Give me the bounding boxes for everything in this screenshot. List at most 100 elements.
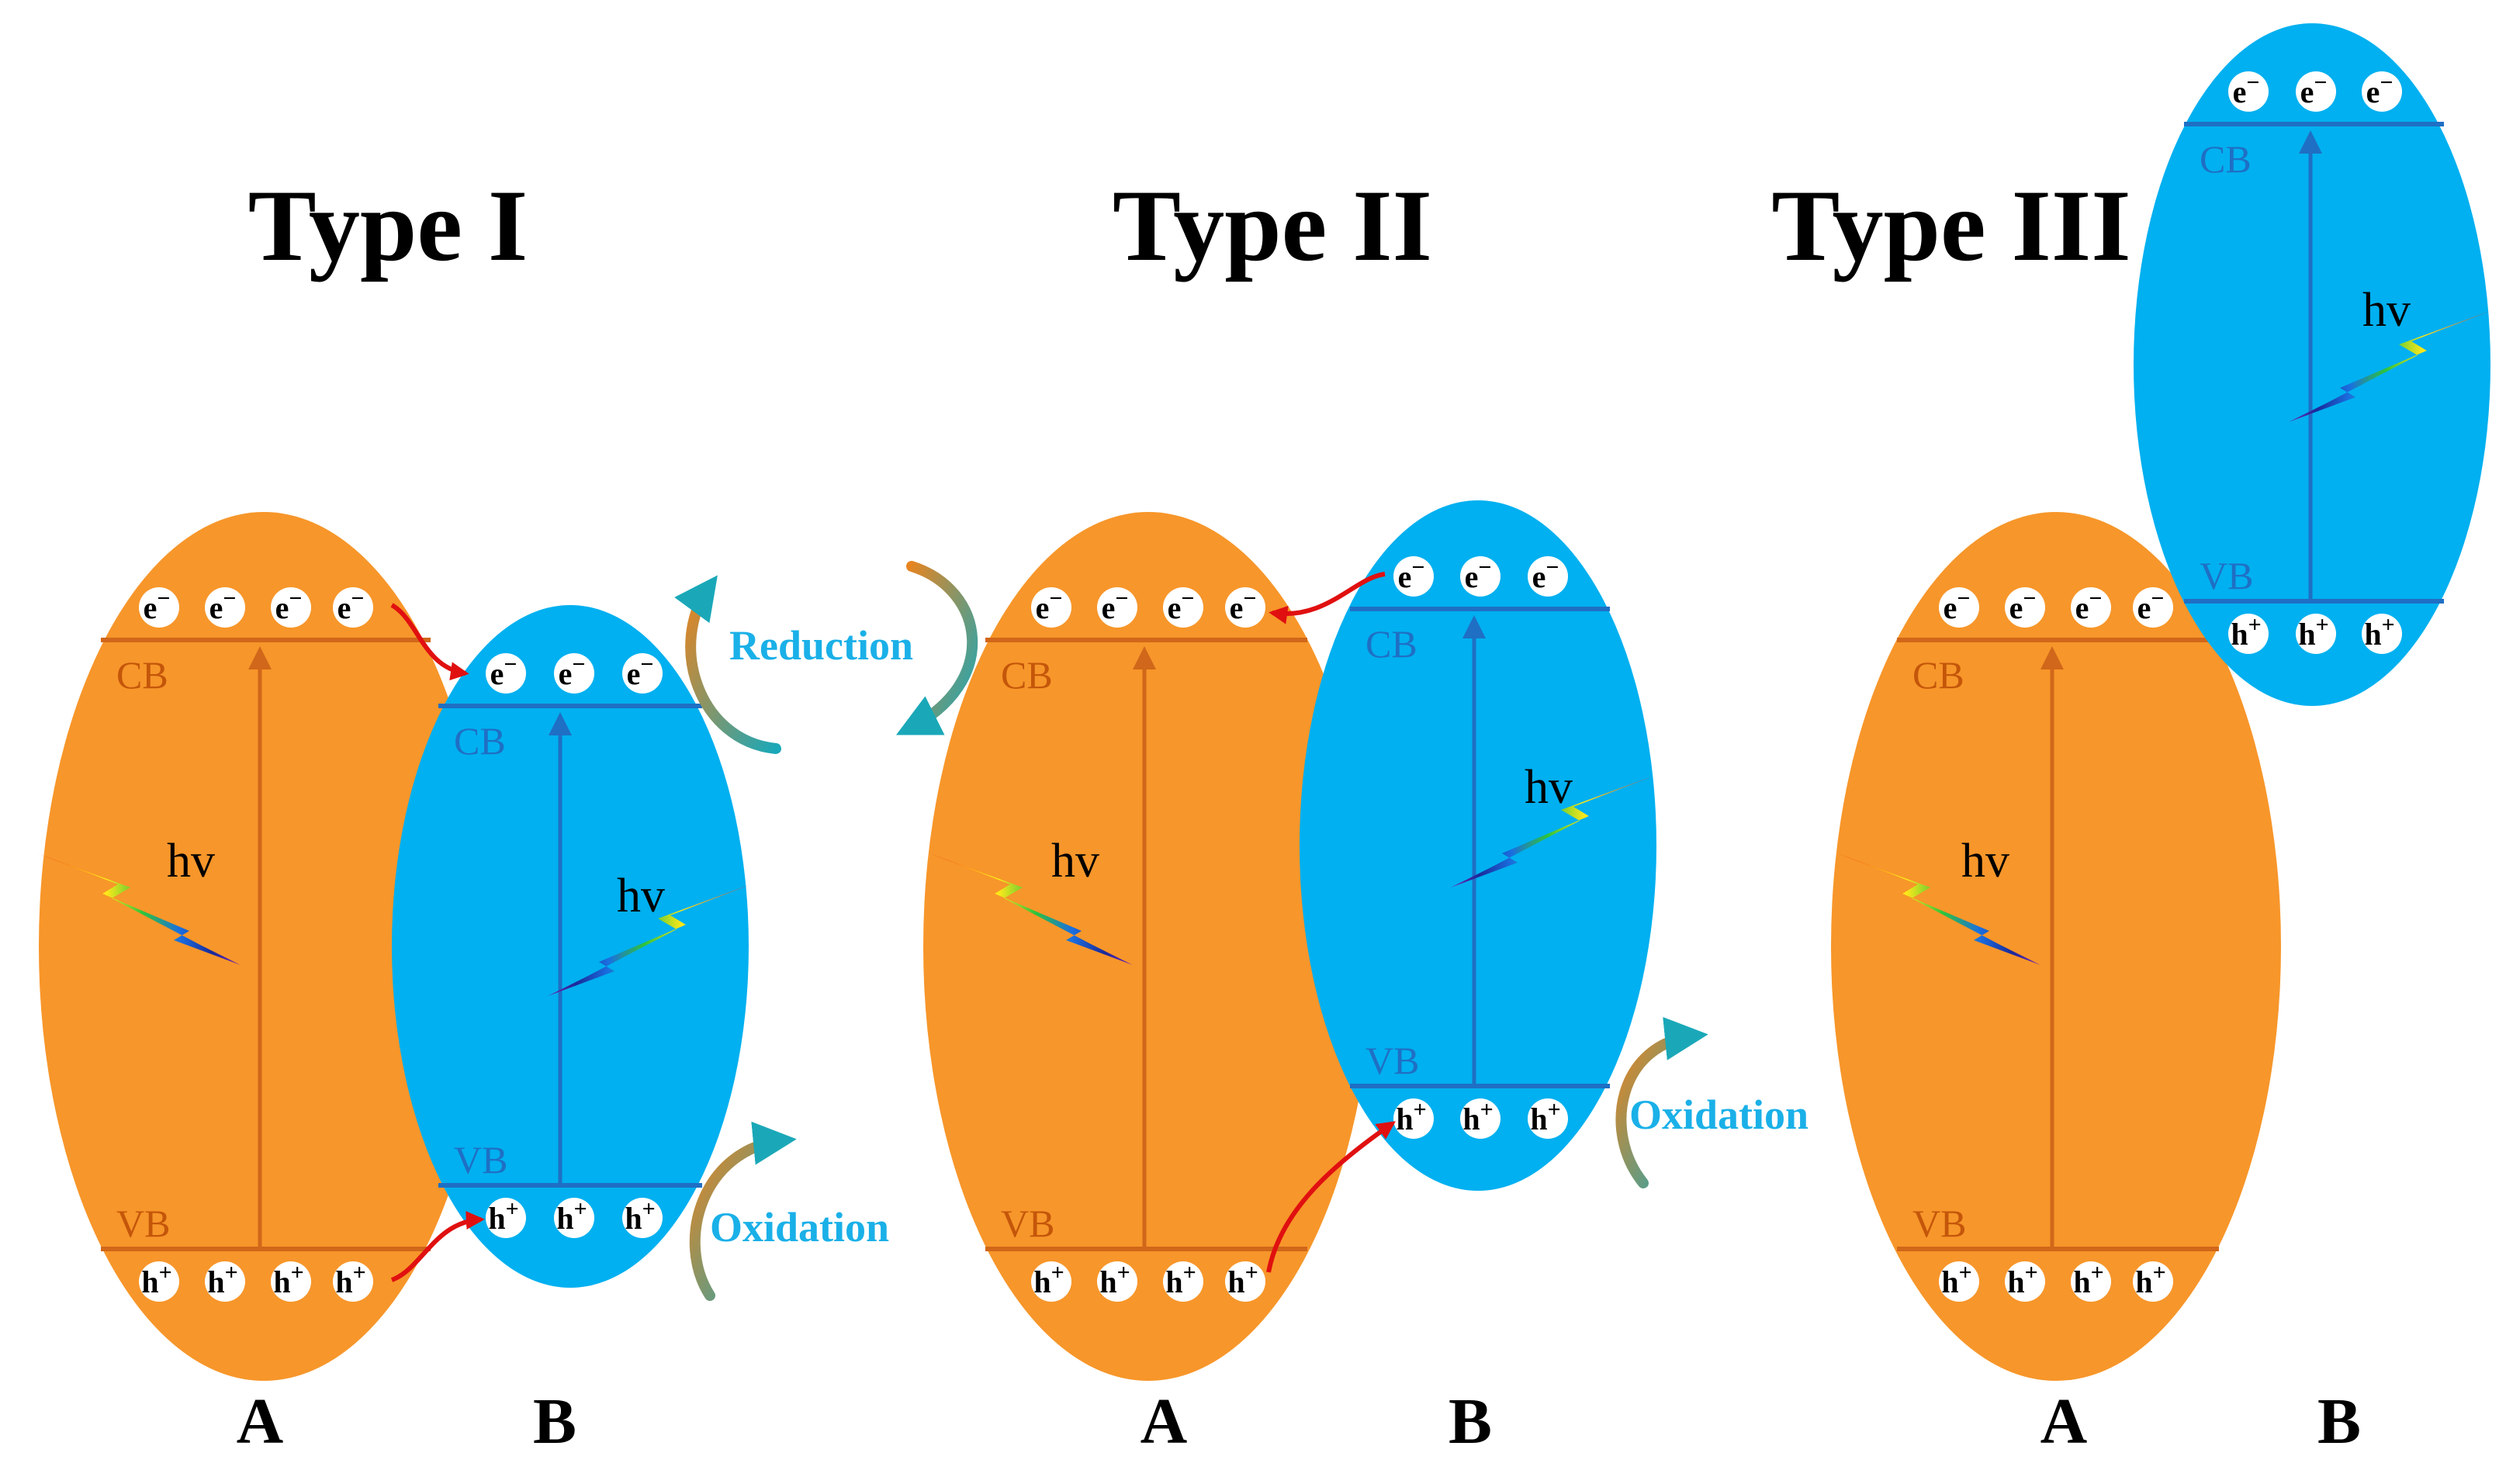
cb-label: CB <box>454 719 506 763</box>
carrier-label: h+ <box>207 1260 237 1299</box>
carrier-label: e− <box>2137 586 2165 625</box>
label-a-type-ii: A <box>1141 1385 1188 1458</box>
carrier-label: h+ <box>1396 1097 1426 1136</box>
cb-label: CB <box>2200 137 2252 181</box>
carrier-circle <box>1163 587 1203 628</box>
electron-icon: e− <box>139 586 179 628</box>
carrier-circle <box>333 1261 373 1302</box>
hole-icon: h+ <box>271 1260 311 1302</box>
carrier-label: h+ <box>2007 1260 2037 1299</box>
electron-icon: e− <box>622 652 663 694</box>
carrier-label: h+ <box>1033 1260 1064 1299</box>
electron-icon: e− <box>333 586 373 628</box>
semiconductor-a-type-ii-body <box>923 512 1373 1381</box>
panel-title-type-iii: Type III <box>1771 168 2130 282</box>
electron-icon: e− <box>2071 586 2111 628</box>
carrier-label: e− <box>490 652 517 691</box>
carrier-circle <box>2005 1261 2045 1302</box>
carrier-circle <box>139 1261 179 1302</box>
carrier-circle <box>1939 587 1979 628</box>
oxidation-process-type-ii-label: Oxidation <box>1629 1091 1809 1138</box>
hole-icon: h+ <box>1460 1097 1500 1139</box>
carrier-label: h+ <box>2364 612 2394 652</box>
carrier-circle <box>2071 1261 2111 1302</box>
carrier-label: e− <box>1036 586 1063 625</box>
hole-icon: h+ <box>1031 1260 1071 1302</box>
carrier-label: h+ <box>1941 1260 1971 1299</box>
carrier-label: e− <box>1944 586 1971 625</box>
electron-icon: e− <box>1393 555 1434 597</box>
carrier-circle <box>2133 1261 2173 1302</box>
reduction-process-type-i-label: Reduction <box>729 622 913 669</box>
carrier-circle <box>1225 1261 1265 1302</box>
hole-icon: h+ <box>1163 1260 1203 1302</box>
carrier-circle <box>486 1198 526 1238</box>
photon-energy-label: hv <box>1961 835 2009 887</box>
carrier-label: e− <box>2009 586 2037 625</box>
label-a-type-i: A <box>237 1385 284 1458</box>
carrier-label: e− <box>559 652 586 691</box>
carrier-label: e− <box>1465 555 1492 594</box>
semiconductor-a-type-iii-body <box>1831 512 2281 1381</box>
carrier-circle <box>2133 587 2173 628</box>
carrier-label: h+ <box>556 1196 587 1236</box>
carrier-label: e− <box>209 586 237 625</box>
hole-transfer-arrow-type-ii <box>1266 1121 1396 1273</box>
carrier-circle <box>1097 587 1137 628</box>
label-b-type-iii: B <box>2317 1385 2361 1458</box>
reduction-process-type-i: Reduction <box>674 575 913 754</box>
carrier-circle <box>486 653 526 694</box>
electron-icon: e− <box>1097 586 1137 628</box>
hole-icon: h+ <box>2362 612 2402 654</box>
hole-icon: h+ <box>554 1196 594 1238</box>
semiconductor-a-type-i-body <box>39 512 489 1381</box>
carrier-label: e− <box>1230 586 1257 625</box>
carrier-label: e− <box>1102 586 1129 625</box>
carrier-label: h+ <box>2298 612 2328 652</box>
carrier-circle <box>2228 71 2269 112</box>
carrier-label: h+ <box>141 1260 171 1299</box>
carrier-circle <box>1031 1261 1071 1302</box>
hole-icon: h+ <box>2296 612 2336 654</box>
carrier-circle <box>139 587 179 628</box>
electron-icon: e− <box>1225 586 1265 628</box>
carrier-label: e− <box>2300 70 2328 109</box>
carrier-label: h+ <box>1099 1260 1130 1299</box>
carrier-circle <box>1031 587 1071 628</box>
hole-icon: h+ <box>2071 1260 2111 1302</box>
photon-energy-label: hv <box>617 870 665 922</box>
carrier-circle <box>2296 614 2336 654</box>
carrier-label: h+ <box>1227 1260 1258 1299</box>
electron-icon: e− <box>2005 586 2045 628</box>
vb-label: VB <box>1001 1202 1054 1245</box>
carrier-circle <box>271 1261 311 1302</box>
carrier-label: e− <box>337 586 365 625</box>
carrier-circle <box>1460 556 1500 597</box>
carrier-circle <box>205 1261 245 1302</box>
cb-label: CB <box>1365 622 1417 666</box>
carrier-circle <box>1163 1261 1203 1302</box>
vb-label: VB <box>454 1138 507 1181</box>
hole-icon: h+ <box>1225 1260 1265 1302</box>
carrier-label: e− <box>627 652 654 691</box>
carrier-label: h+ <box>2135 1260 2165 1299</box>
vb-label: VB <box>116 1202 170 1245</box>
carrier-label: h+ <box>2073 1260 2103 1299</box>
carrier-circle <box>1097 1261 1137 1302</box>
label-b-type-i: B <box>533 1385 576 1458</box>
photon-energy-label: hv <box>167 835 215 887</box>
carrier-circle <box>1393 1098 1434 1139</box>
electron-icon: e− <box>2228 70 2269 112</box>
electron-icon: e− <box>2362 70 2402 112</box>
cb-label: CB <box>116 653 168 697</box>
electron-icon: e− <box>554 652 594 694</box>
electron-icon: e− <box>205 586 245 628</box>
carrier-label: e− <box>2366 70 2394 109</box>
carrier-label: e− <box>1398 555 1425 594</box>
electron-icon: e− <box>1460 555 1500 597</box>
hole-icon: h+ <box>333 1260 373 1302</box>
label-a-type-iii: A <box>2040 1385 2088 1458</box>
